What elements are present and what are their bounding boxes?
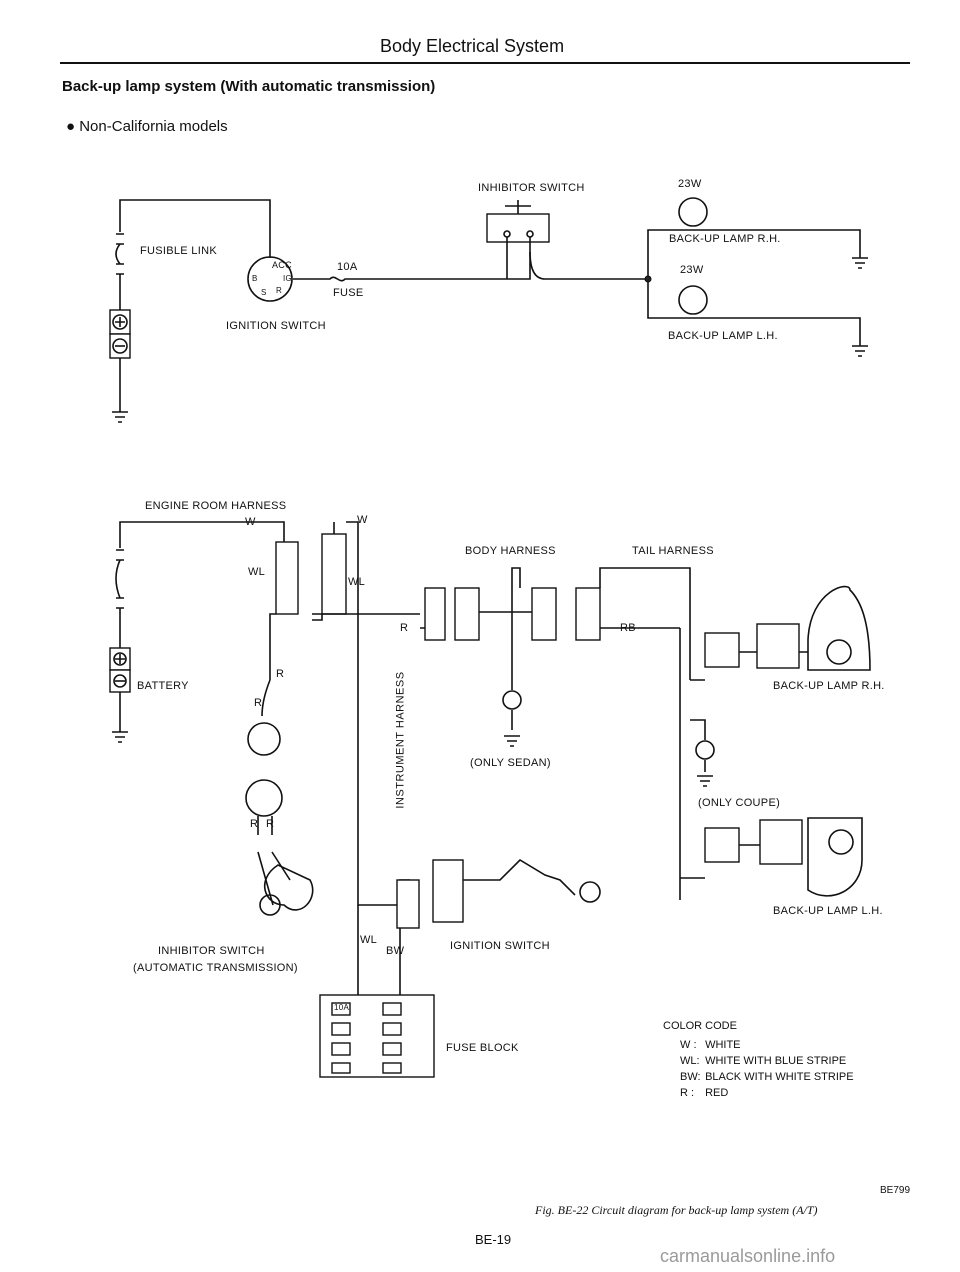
wire-w-label: W	[357, 514, 368, 526]
color-code-desc: BLACK WITH WHITE STRIPE	[705, 1071, 854, 1083]
section-title: Back-up lamp system (With automatic tran…	[62, 78, 436, 95]
lamp-lh-label: BACK-UP LAMP L.H.	[668, 330, 778, 342]
lamp-lh-label: BACK-UP LAMP L.H.	[773, 905, 883, 917]
ig-terminal-label: IG	[283, 274, 293, 283]
color-code-key: BW:	[680, 1071, 701, 1083]
instrument-harness-label: INSTRUMENT HARNESS	[394, 671, 407, 809]
lamp-lh-watt-label: 23W	[680, 264, 704, 276]
fuse-10a-label: 10A	[334, 1003, 350, 1012]
fuse-rating-label: 10A	[337, 261, 358, 273]
inhibitor-switch-note: (AUTOMATIC TRANSMISSION)	[133, 962, 298, 974]
inhibitor-switch-label: INHIBITOR SWITCH	[158, 945, 265, 957]
color-code-row: W : WHITE	[680, 1039, 741, 1051]
watermark: carmanualsonline.info	[660, 1246, 836, 1266]
tail-harness-label: TAIL HARNESS	[632, 545, 714, 557]
acc-label: ACC	[272, 260, 292, 270]
page-number: BE-19	[475, 1232, 512, 1247]
color-code-key: R :	[680, 1087, 695, 1099]
color-code-row: BW: BLACK WITH WHITE STRIPE	[680, 1071, 854, 1083]
color-code-row: WL: WHITE WITH BLUE STRIPE	[680, 1055, 846, 1067]
wire-wl-label: WL	[248, 566, 266, 578]
ignition-switch-label: IGNITION SWITCH	[450, 940, 550, 952]
color-code-title: COLOR CODE	[663, 1020, 737, 1032]
figure-ref-code: BE799	[880, 1185, 911, 1196]
color-code-desc: WHITE WITH BLUE STRIPE	[705, 1055, 847, 1067]
r-terminal-label: R	[276, 286, 283, 295]
wire-bw-label: BW	[386, 945, 405, 957]
inhibitor-switch-label: INHIBITOR SWITCH	[478, 182, 585, 194]
color-code-desc: WHITE	[705, 1039, 741, 1051]
color-code-row: R : RED	[680, 1087, 728, 1099]
only-coupe-label: (ONLY COUPE)	[698, 797, 781, 809]
fuse-label: FUSE	[333, 287, 364, 299]
lamp-rh-watt-label: 23W	[678, 178, 702, 190]
figure-caption: Fig. BE-22 Circuit diagram for back-up l…	[535, 1203, 818, 1217]
page-header: Body Electrical System	[380, 36, 565, 56]
wire-r-label: R	[250, 818, 259, 830]
wire-rb-label: RB	[620, 622, 636, 634]
lamp-rh-label: BACK-UP LAMP R.H.	[669, 233, 781, 245]
wire-w-label: W	[245, 516, 256, 528]
color-code-key: WL:	[680, 1055, 700, 1067]
battery-label: BATTERY	[137, 680, 189, 692]
header-rule	[60, 62, 910, 64]
wire-r-label: R	[266, 818, 275, 830]
ignition-switch-label: IGNITION SWITCH	[226, 320, 326, 332]
b-terminal-label: B	[252, 274, 258, 283]
only-sedan-label: (ONLY SEDAN)	[470, 757, 551, 769]
fusible-link-label: FUSIBLE LINK	[140, 245, 217, 257]
wire-wl-label: WL	[360, 934, 378, 946]
engine-room-harness-label: ENGINE ROOM HARNESS	[145, 500, 287, 512]
wire-r-label: R	[276, 668, 285, 680]
color-code-key: W :	[680, 1039, 697, 1051]
subsection-title: ● Non-California models	[66, 118, 228, 135]
wire-wl-label: WL	[348, 576, 366, 588]
body-harness-label: BODY HARNESS	[465, 545, 556, 557]
s-terminal-label: S	[261, 288, 267, 297]
color-code-desc: RED	[705, 1087, 729, 1099]
wire-r-label: R	[254, 697, 263, 709]
fuse-block-label: FUSE BLOCK	[446, 1042, 519, 1054]
lamp-rh-label: BACK-UP LAMP R.H.	[773, 680, 885, 692]
wire-r-label: R	[400, 622, 409, 634]
